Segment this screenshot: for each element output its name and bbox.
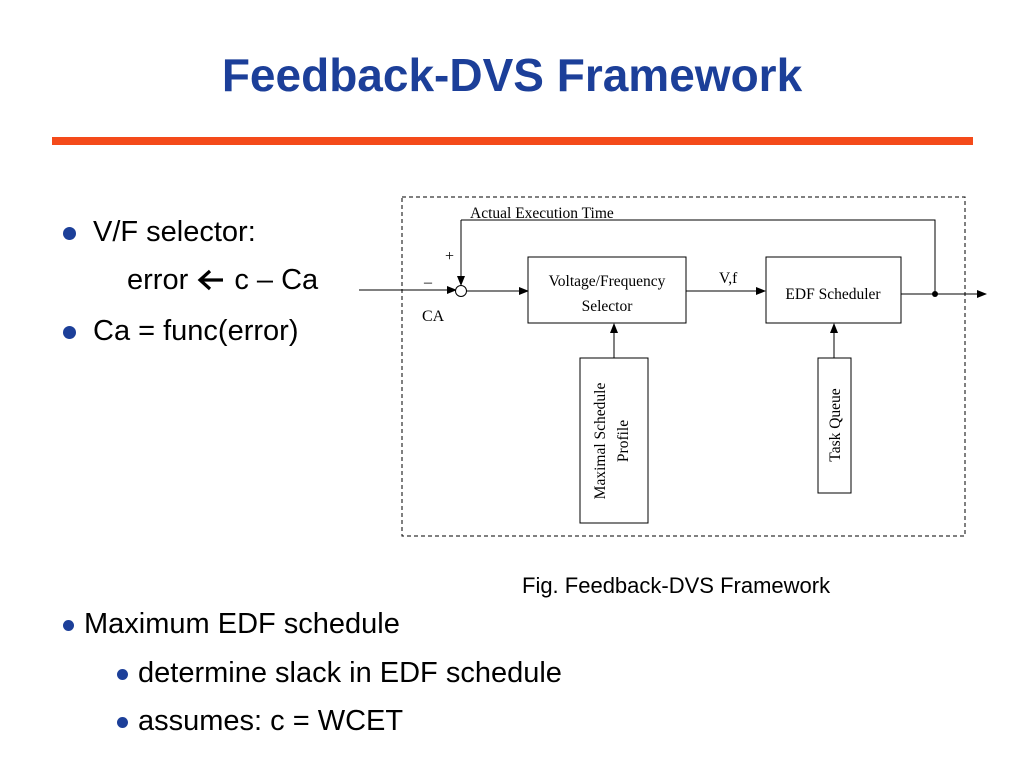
feedback-label: Actual Execution Time xyxy=(470,205,614,222)
bullet-dot xyxy=(63,325,76,339)
vf-output-label: V,f xyxy=(719,270,738,287)
figure-caption: Fig. Feedback-DVS Framework xyxy=(522,573,831,598)
bullet-dot xyxy=(117,668,128,680)
bullet-max-edf: Maximum EDF schedule xyxy=(63,610,400,639)
bullet-ca-func: Ca = func(error) xyxy=(63,317,298,346)
bullet-vf-selector-text: V/F selector: xyxy=(93,216,256,248)
bullet-max-edf-text: Maximum EDF schedule xyxy=(84,608,400,640)
left-arrow-icon xyxy=(196,266,226,295)
formula-c-minus-ca: c – Ca xyxy=(234,264,319,296)
slide-title: Feedback-DVS Framework xyxy=(221,49,803,101)
bullet-determine-slack-text: determine slack in EDF schedule xyxy=(138,657,562,689)
vf-selector-label-line2: Selector xyxy=(582,298,634,315)
bullet-vf-selector: V/F selector: xyxy=(63,218,256,247)
plus-sign: + xyxy=(445,248,454,265)
profile-label-line2: Profile xyxy=(615,420,632,462)
bullet-determine-slack: determine slack in EDF schedule xyxy=(117,659,562,688)
bullet-dot xyxy=(63,619,74,631)
bullet-ca-func-text: Ca = func(error) xyxy=(93,315,299,347)
bullet-dot xyxy=(117,716,128,728)
task-queue-box xyxy=(817,357,852,494)
vf-selector-box xyxy=(527,256,687,324)
bullet-assumes-wcet-text: assumes: c = WCET xyxy=(138,705,404,737)
formula-error-text: error xyxy=(127,264,189,296)
bullet-assumes-wcet: assumes: c = WCET xyxy=(117,707,403,736)
edf-scheduler-label: EDF Scheduler xyxy=(785,286,881,303)
minus-sign: – xyxy=(423,274,433,291)
feedback-dvs-diagram: Voltage/Frequency Selector V,f EDF Sched… xyxy=(359,196,987,537)
vf-selector-label-line1: Voltage/Frequency xyxy=(549,273,666,290)
bullet-dot xyxy=(63,226,76,240)
schedule-profile-box xyxy=(579,357,649,524)
summing-junction xyxy=(455,285,467,297)
title-underline xyxy=(52,137,973,145)
task-queue-label: Task Queue xyxy=(827,388,844,461)
diagram-frame xyxy=(401,196,966,537)
bullet-error-formula: error c – Ca xyxy=(127,266,318,295)
feedback-line xyxy=(461,219,936,294)
input-ca-label: CA xyxy=(422,308,445,325)
profile-label-line1: Maximal Schedule xyxy=(592,383,609,500)
